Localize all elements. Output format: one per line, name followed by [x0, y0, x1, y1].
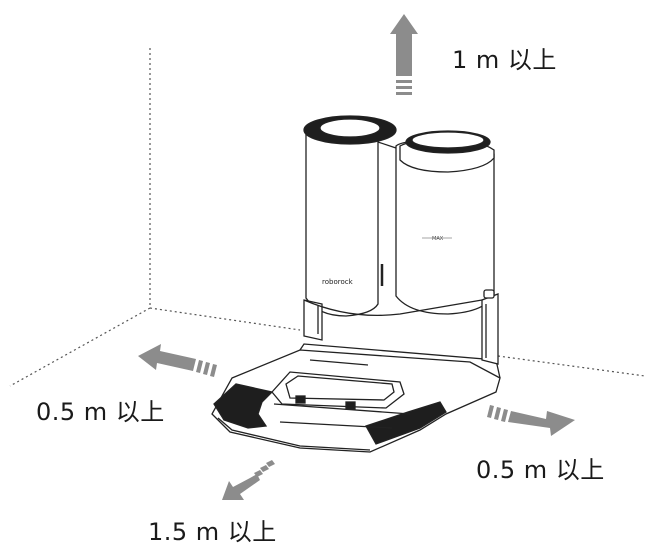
floor-left-line [9, 307, 151, 387]
dock-left-tower: roborock [303, 115, 397, 317]
ramp-groove [273, 403, 411, 415]
tank-lid [411, 131, 485, 149]
left-vent-grille [213, 383, 274, 429]
frame-top-rail [303, 299, 483, 317]
ramp-step [299, 343, 501, 379]
brand-logo: roborock [322, 278, 354, 286]
side-button [483, 289, 495, 299]
dock-water-tank: MAX [395, 130, 495, 315]
base-ramp-rim [217, 417, 371, 451]
arrow-right-icon [487, 405, 575, 436]
floor-right-line [497, 355, 645, 377]
ramp-groove [279, 421, 393, 429]
front-clearance-label: 1.5 m 以上 [148, 518, 277, 546]
room-guide-lines [9, 48, 645, 387]
left-clearance-label: 0.5 m 以上 [36, 398, 165, 426]
right-clearance-label: 0.5 m 以上 [476, 456, 605, 484]
right-vent-grille [365, 401, 447, 445]
top-clearance-label: 1 m 以上 [452, 46, 557, 74]
arrow-left-icon [138, 344, 217, 377]
left-tower-body [305, 121, 379, 317]
arrow-up-icon [390, 14, 418, 95]
charging-contact [295, 395, 306, 404]
charging-contact [345, 401, 356, 410]
left-tower-lid [319, 118, 381, 138]
wall-floor-line [149, 307, 301, 331]
center-recess-inner [285, 375, 395, 401]
tank-max-mark: MAX [432, 236, 444, 242]
dock-base-plate [211, 343, 501, 453]
arrow-front-icon [222, 460, 275, 500]
tower-seam [377, 141, 397, 149]
dock-frame [303, 289, 499, 365]
frame-right-post [481, 293, 499, 365]
ramp-groove [309, 359, 369, 366]
